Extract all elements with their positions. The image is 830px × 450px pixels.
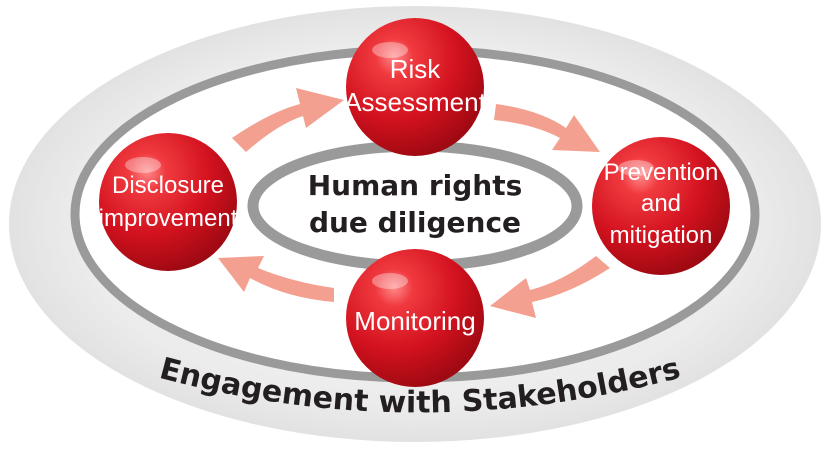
node-prevention-mitigation: Prevention and mitigation	[592, 137, 730, 275]
arrow-disclosure-to-risk	[232, 88, 344, 152]
arrow-prevention-to-monitoring	[490, 256, 610, 318]
node-monitoring-line1: Monitoring	[354, 306, 475, 336]
node-risk-line2: Assessment	[344, 87, 486, 117]
node-prevention-line3: mitigation	[610, 222, 713, 249]
node-disclosure-line2: improvement	[99, 205, 238, 232]
cycle-arrows	[218, 88, 610, 318]
node-prevention-line2: and	[641, 190, 681, 217]
node-prevention-line1: Prevention	[604, 159, 719, 186]
node-monitoring: Monitoring	[346, 249, 484, 387]
node-risk-line1: Risk	[390, 54, 442, 84]
arrow-risk-to-prevention	[494, 104, 600, 152]
center-title-line1: Human rights	[308, 169, 523, 202]
node-disclosure-improvement: Disclosure improvement	[99, 133, 238, 271]
node-risk-assessment: Risk Assessment	[344, 18, 487, 156]
arrow-monitoring-to-disclosure	[218, 256, 334, 302]
center-title-line2: due diligence	[309, 206, 521, 239]
node-disclosure-line1: Disclosure	[112, 172, 224, 199]
